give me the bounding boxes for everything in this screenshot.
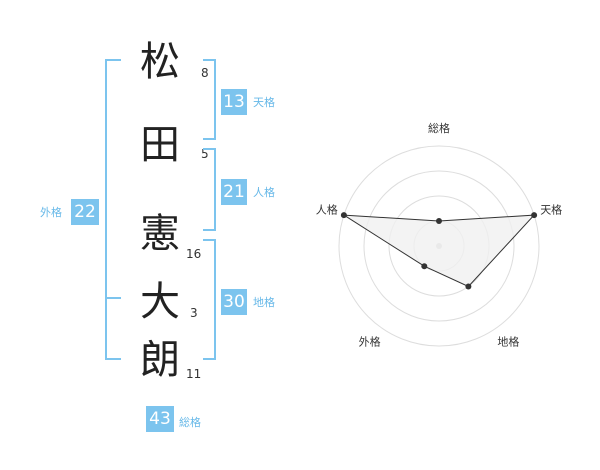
radar-point-0: [436, 218, 442, 224]
radar-axis-label-1: 天格: [540, 203, 562, 217]
stroke-count-2: 5: [201, 147, 209, 161]
name-char-1: 松: [140, 39, 180, 85]
chikaku-label: 地格: [253, 296, 275, 309]
gaikaku-bracket: [105, 59, 121, 360]
gaikaku-label: 外格: [40, 206, 62, 219]
chikaku-value: 30: [221, 289, 247, 315]
stroke-count-1: 8: [201, 66, 209, 80]
tenkaku-bracket: [203, 59, 216, 140]
radar-axis-label-0: 総格: [428, 121, 450, 135]
name-char-4: 大: [140, 279, 180, 325]
radar-point-1: [531, 212, 538, 219]
radar-axis-label-2: 地格: [497, 335, 519, 349]
radar-data-points: [340, 212, 538, 290]
jinkaku-bracket: [203, 148, 216, 231]
stroke-count-5: 11: [186, 367, 202, 381]
radar-ring-4: [338, 145, 540, 347]
radar-axis-label-4: 人格: [316, 203, 338, 217]
radar-point-4: [340, 212, 347, 219]
soukaku-label: 総格: [179, 416, 201, 429]
gaikaku-value: 22: [71, 199, 99, 225]
radar-point-2: [465, 283, 472, 290]
stroke-count-4: 3: [190, 306, 198, 320]
radar-ring-3: [363, 170, 515, 322]
stroke-count-3: 16: [186, 247, 202, 261]
name-char-3: 憲: [140, 211, 180, 257]
radar-point-3: [421, 263, 428, 270]
jinkaku-value: 21: [221, 179, 247, 205]
gaikaku-bracket-tick: [105, 297, 121, 299]
name-char-5: 朗: [140, 337, 180, 383]
tenkaku-value: 13: [221, 89, 247, 115]
chikaku-bracket: [203, 239, 216, 360]
tenkaku-label: 天格: [253, 96, 275, 109]
soukaku-value: 43: [146, 406, 174, 432]
radar-data-polygon: [343, 214, 536, 288]
jinkaku-label: 人格: [253, 186, 275, 199]
name-char-2: 田: [140, 122, 180, 168]
radar-axis-label-3: 外格: [359, 335, 381, 349]
